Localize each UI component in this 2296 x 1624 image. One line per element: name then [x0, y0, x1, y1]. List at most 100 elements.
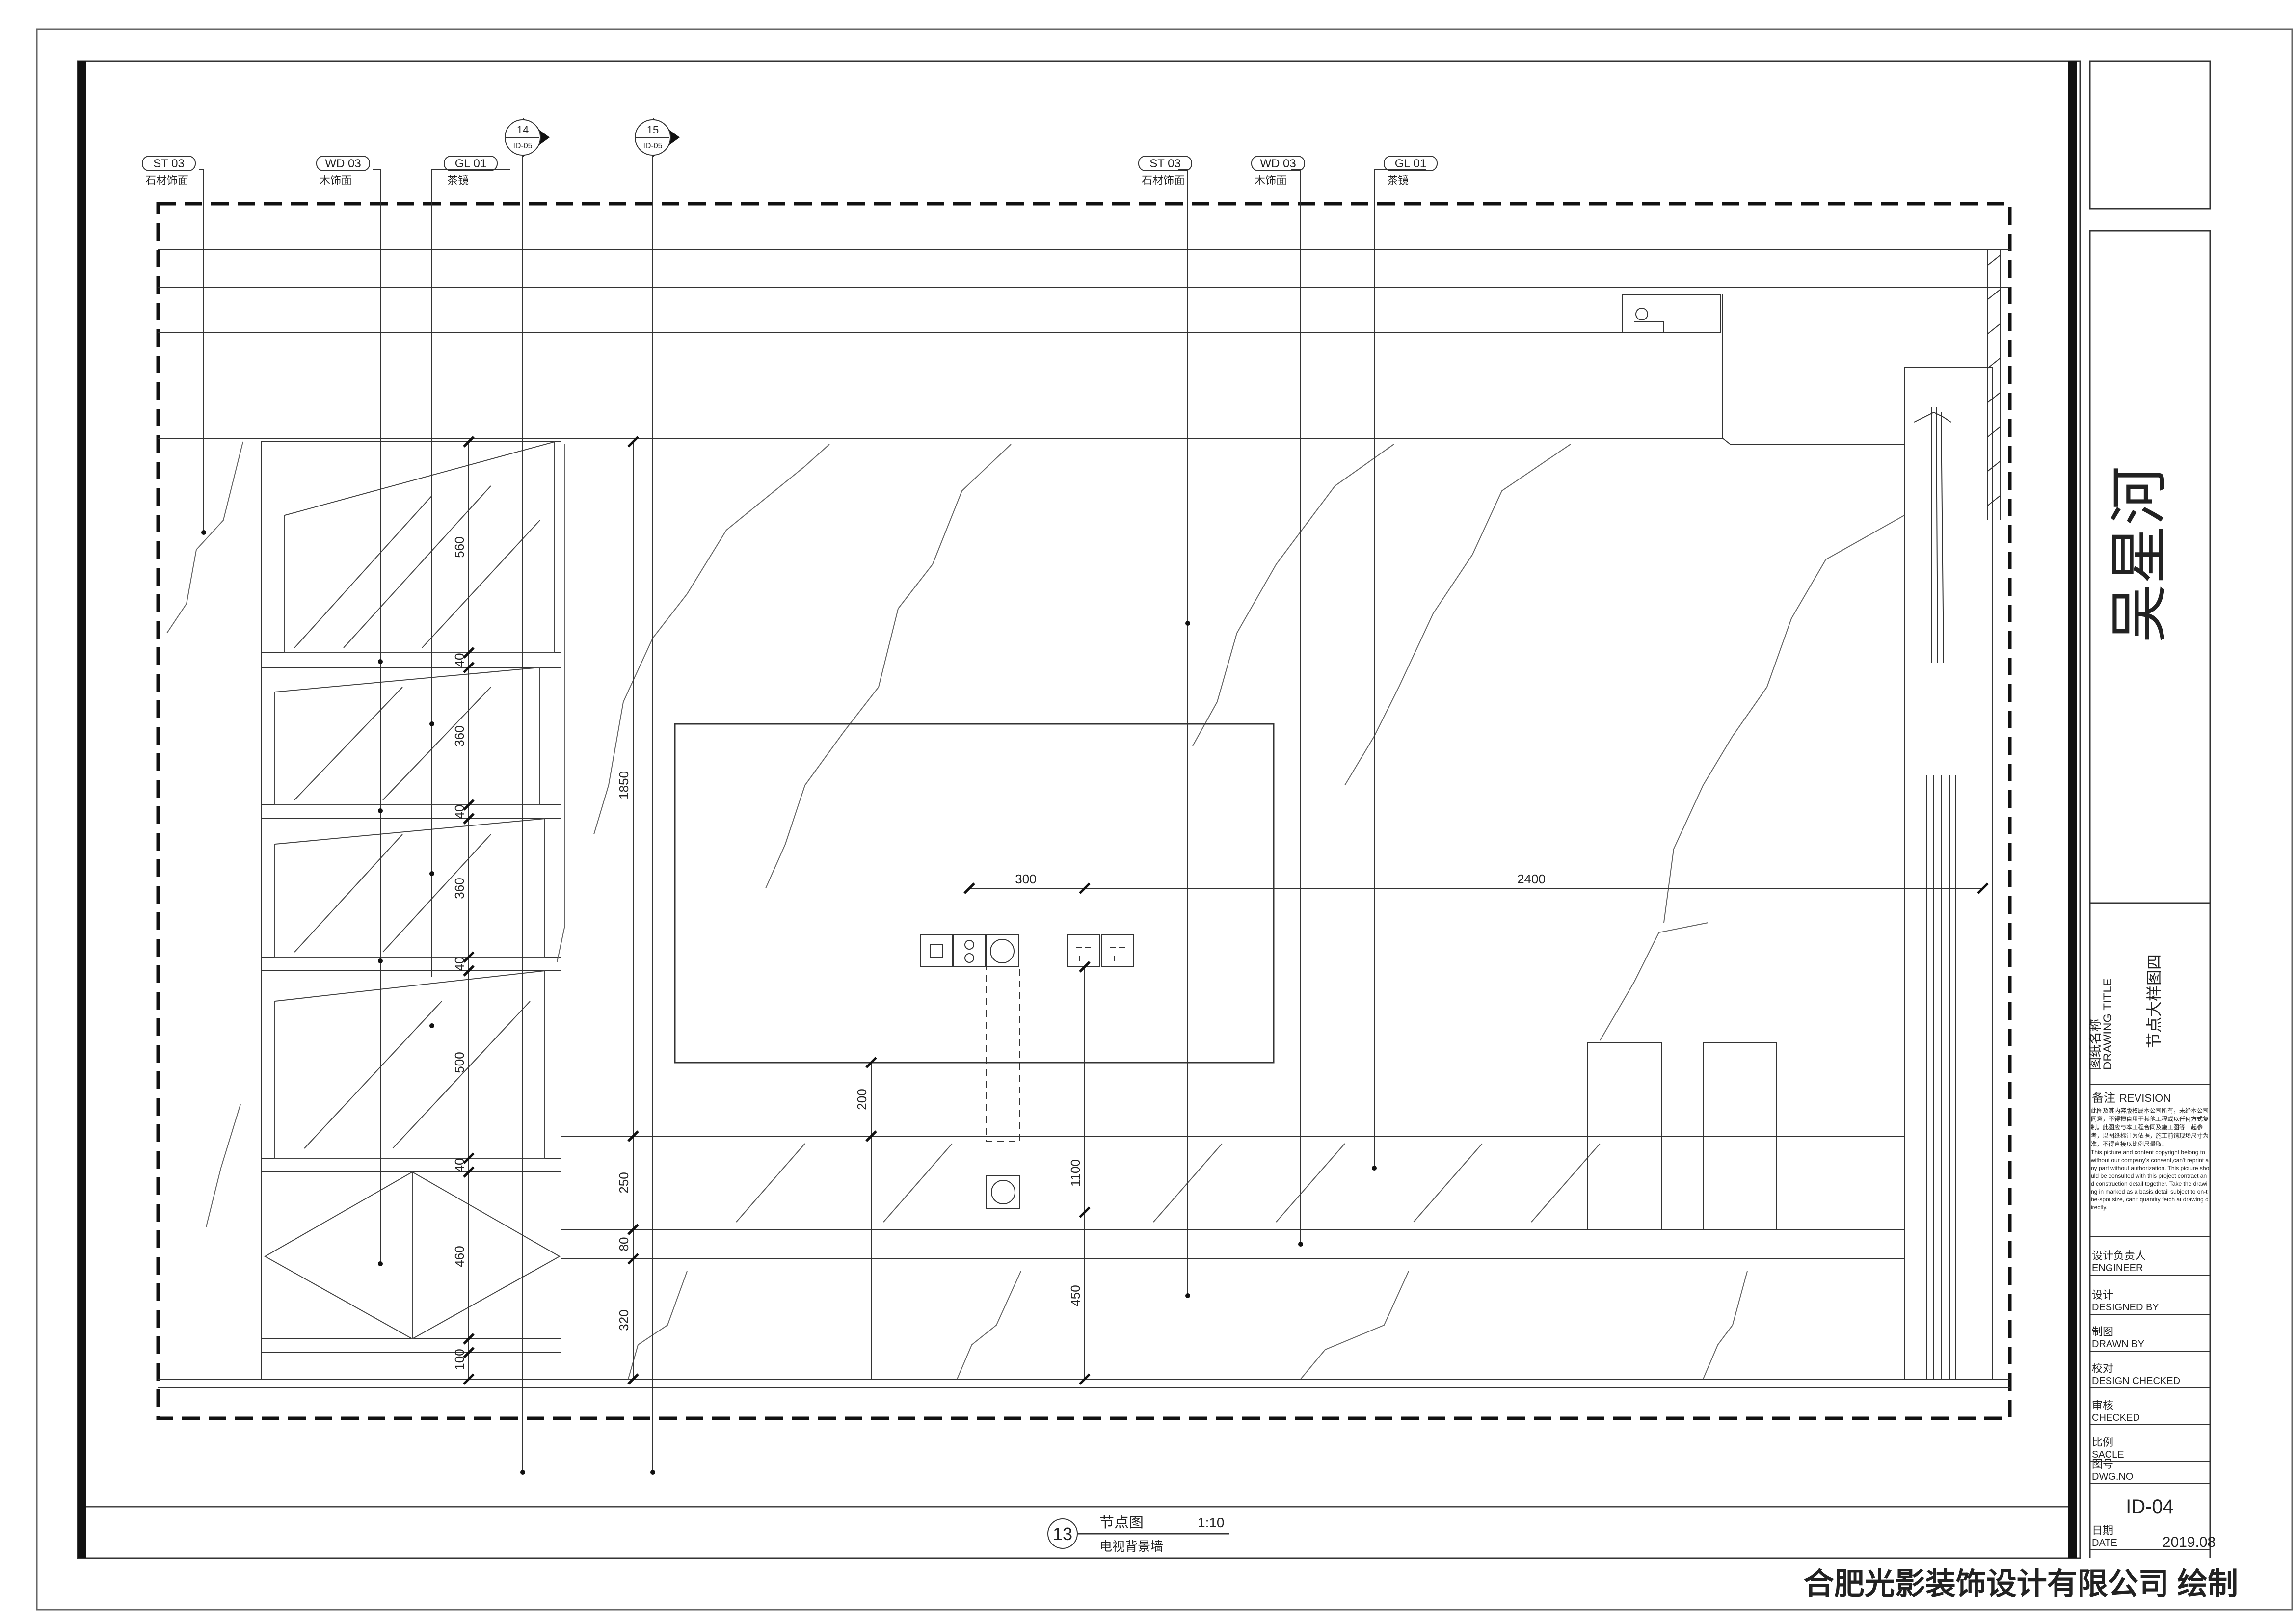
- dim-label: 250: [616, 1172, 631, 1193]
- title-field-en: CHECKED: [2092, 1412, 2140, 1423]
- tag-code: ST 03: [1149, 157, 1181, 170]
- tag-capsule: [1138, 156, 1192, 171]
- footer-company: 合肥光影装饰设计有限公司 绘制: [1804, 1567, 2238, 1601]
- tag-code: WD 03: [1260, 157, 1296, 170]
- title-block: 吴星河 图纸名称 DRAWING TITLE 节点大样图四 备注 REVISIO…: [2088, 60, 2216, 1558]
- tag-label: 木饰面: [320, 175, 352, 187]
- dim-label-total-height: 1850: [616, 771, 631, 799]
- title-field-en: SACLE: [2092, 1449, 2124, 1460]
- stone-veining: [166, 441, 1905, 1380]
- title-field-en: DESIGNED BY: [2092, 1302, 2159, 1313]
- tag-capsule: [142, 156, 196, 171]
- mirror-panels: [264, 441, 561, 1340]
- title-field-cn: 设计负责人: [2092, 1250, 2146, 1262]
- notes-en: This picture and content copyright belon…: [2091, 1149, 2210, 1211]
- title-block-logo-box: [2089, 60, 2211, 210]
- dim-label: 360: [452, 878, 467, 899]
- caption-subtitle: 电视背景墙: [1099, 1540, 1163, 1554]
- tag-label: 石材饰面: [1142, 175, 1185, 187]
- speaker-left: [1587, 1042, 1662, 1230]
- frame-right-bar: [2068, 61, 2077, 1558]
- title-field-cn: 校对: [2092, 1363, 2113, 1375]
- title-field-en: ENGINEER: [2092, 1263, 2143, 1274]
- dim-label: 300: [1015, 872, 1036, 886]
- frame-left-bar: [78, 61, 86, 1558]
- dim-label: 2400: [1517, 872, 1546, 886]
- material-tag: ST 03 石材饰面: [142, 156, 196, 187]
- speaker-right: [1703, 1042, 1777, 1230]
- dim-label: 40: [452, 957, 467, 971]
- tag-capsule: [444, 156, 498, 171]
- console-glass-hatch: [736, 1143, 1601, 1223]
- outer-border: [36, 28, 2293, 1611]
- light-fixture-icon: [1635, 308, 1648, 320]
- tag-capsule: [1384, 156, 1438, 171]
- dim-label: 320: [616, 1309, 631, 1331]
- title-field-cn: 日期: [2092, 1525, 2113, 1537]
- dim-label: 500: [452, 1052, 467, 1073]
- dim-label: 450: [1068, 1285, 1083, 1306]
- tag-capsule: [1251, 156, 1305, 171]
- tag-label: 木饰面: [1255, 175, 1287, 187]
- right-side-column: [1904, 367, 1993, 1380]
- dim-label: 40: [452, 805, 467, 819]
- tag-code: GL 01: [455, 157, 487, 170]
- tag-label: 石材饰面: [145, 175, 188, 187]
- drawing-frame: [77, 60, 2081, 1559]
- dim-label: 1100: [1068, 1159, 1083, 1187]
- title-field-value: ID-04: [2126, 1496, 2174, 1518]
- dim-label: 460: [452, 1246, 467, 1267]
- revision-label-en: REVISION: [2119, 1092, 2171, 1104]
- title-field-cn: 审核: [2092, 1400, 2113, 1412]
- client-name: 吴星河: [2106, 466, 2174, 643]
- drawing-title-label-en: DRAWING TITLE: [2101, 978, 2114, 1070]
- notes-cn: 此图及其内容版权属本公司所有，未经本公司同意，不得擅自用于其他工程或以任何方式复…: [2091, 1107, 2209, 1147]
- title-field-en: DRAWN BY: [2092, 1339, 2144, 1350]
- title-field-value: 2019.08: [2163, 1534, 2216, 1550]
- leader-lines: [199, 147, 1426, 1472]
- dim-label: 40: [452, 653, 467, 667]
- caption-title: 节点图: [1099, 1514, 1144, 1531]
- tv-screen: [674, 723, 1275, 1064]
- drawing-title-label-cn: 图纸名称: [2088, 1019, 2103, 1070]
- title-field-en: DWG.NO: [2092, 1471, 2133, 1482]
- socket-panel-power: [1067, 934, 1134, 967]
- cable-conduit: [986, 966, 1020, 1142]
- caption-number: 13: [1053, 1524, 1072, 1544]
- dim-label: 40: [452, 1158, 467, 1172]
- drawing-caption: 13 节点图 1:10 电视背景墙: [1047, 1514, 1229, 1554]
- title-field-cn: 图号: [2092, 1459, 2113, 1471]
- tag-code: ST 03: [153, 157, 185, 170]
- dimension-labels: 560 40 360 40 360 40 500 40 460 100 1850…: [452, 536, 1546, 1370]
- section-number: 15: [647, 124, 659, 136]
- title-field-en: DESIGN CHECKED: [2092, 1376, 2180, 1386]
- socket-floor: [986, 1175, 1020, 1209]
- tag-label: 茶镜: [1387, 175, 1409, 187]
- section-sheet: ID-05: [513, 142, 532, 150]
- tag-capsule: [316, 156, 370, 171]
- material-tag: WD 03 木饰面: [1251, 156, 1305, 187]
- dim-label: 360: [452, 725, 467, 746]
- revision-label-cn: 备注: [2092, 1091, 2115, 1105]
- title-field-cn: 设计: [2092, 1289, 2113, 1302]
- dim-label: 100: [452, 1349, 467, 1370]
- dim-label: 80: [616, 1237, 631, 1251]
- dim-label: 560: [452, 536, 467, 558]
- drawing-title-value: 节点大样图四: [2145, 954, 2163, 1048]
- notes-block: 此图及其内容版权属本公司所有，未经本公司同意，不得擅自用于其他工程或以任何方式复…: [2091, 1107, 2210, 1211]
- caption-scale: 1:10: [1198, 1515, 1225, 1530]
- title-field-cn: 制图: [2092, 1326, 2113, 1338]
